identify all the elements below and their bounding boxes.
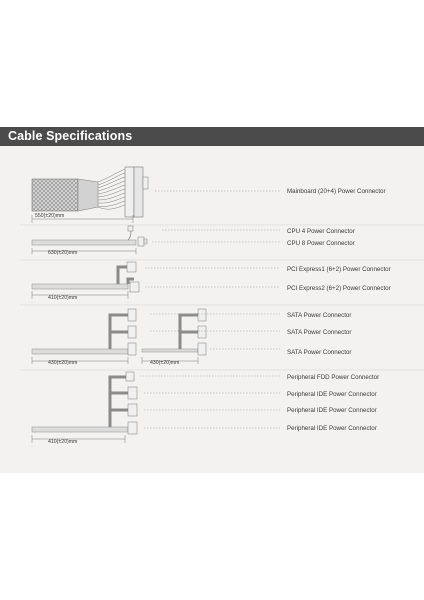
cable-mainboard: 550(±20)mm Mainboard (20+4) Power Connec… [31, 166, 386, 223]
connector-label: Peripheral IDE Power Connector [287, 425, 377, 432]
specification-panel: Cable Specifications [0, 127, 424, 473]
connector-label: CPU 4 Power Connector [287, 228, 355, 235]
connector-label: Peripheral FDD Power Connector [287, 374, 379, 381]
connector-label: SATA Power Connector [287, 329, 351, 336]
cable-pcie: 410(±20)mm PCI Express1 (6+2) Power Conn… [31, 261, 391, 301]
connector-label: Mainboard (20+4) Power Connector [287, 188, 386, 195]
connector-label: Peripheral IDE Power Connector [287, 391, 377, 398]
length-label: 550(±20)mm [35, 213, 64, 219]
section-title: Cable Specifications [8, 129, 133, 143]
connector-label: Peripheral IDE Power Connector [287, 407, 377, 414]
atx-connector-body [124, 166, 135, 218]
connector-label: PCI Express1 (6+2) Power Connector [287, 266, 391, 273]
cable-diagram: 550(±20)mm Mainboard (20+4) Power Connec… [20, 166, 424, 445]
sleeved-bundle [31, 178, 79, 212]
cable-cpu: 630(±20)mm CPU 4 Power Connector CPU 8 P… [31, 225, 355, 256]
connector-label: SATA Power Connector [287, 349, 351, 356]
section-header: Cable Specifications [0, 127, 424, 146]
connector-label: CPU 8 Power Connector [287, 240, 355, 247]
connector-label: SATA Power Connector [287, 312, 351, 319]
length-label: 430(±20)mm [48, 360, 77, 366]
cable-sata: 430(±20)mm 430(±20)mm SATA Power Connect… [31, 308, 351, 366]
length-label: 410(±20)mm [48, 295, 77, 301]
cable-peripheral: 410(±20)mm Peripheral FDD Power Connecto… [31, 371, 379, 445]
connector-label: PCI Express2 (6+2) Power Connector [287, 285, 391, 292]
length-label: 630(±20)mm [48, 250, 77, 256]
length-label: 430(±20)mm [150, 360, 179, 366]
length-label: 410(±20)mm [48, 439, 77, 445]
